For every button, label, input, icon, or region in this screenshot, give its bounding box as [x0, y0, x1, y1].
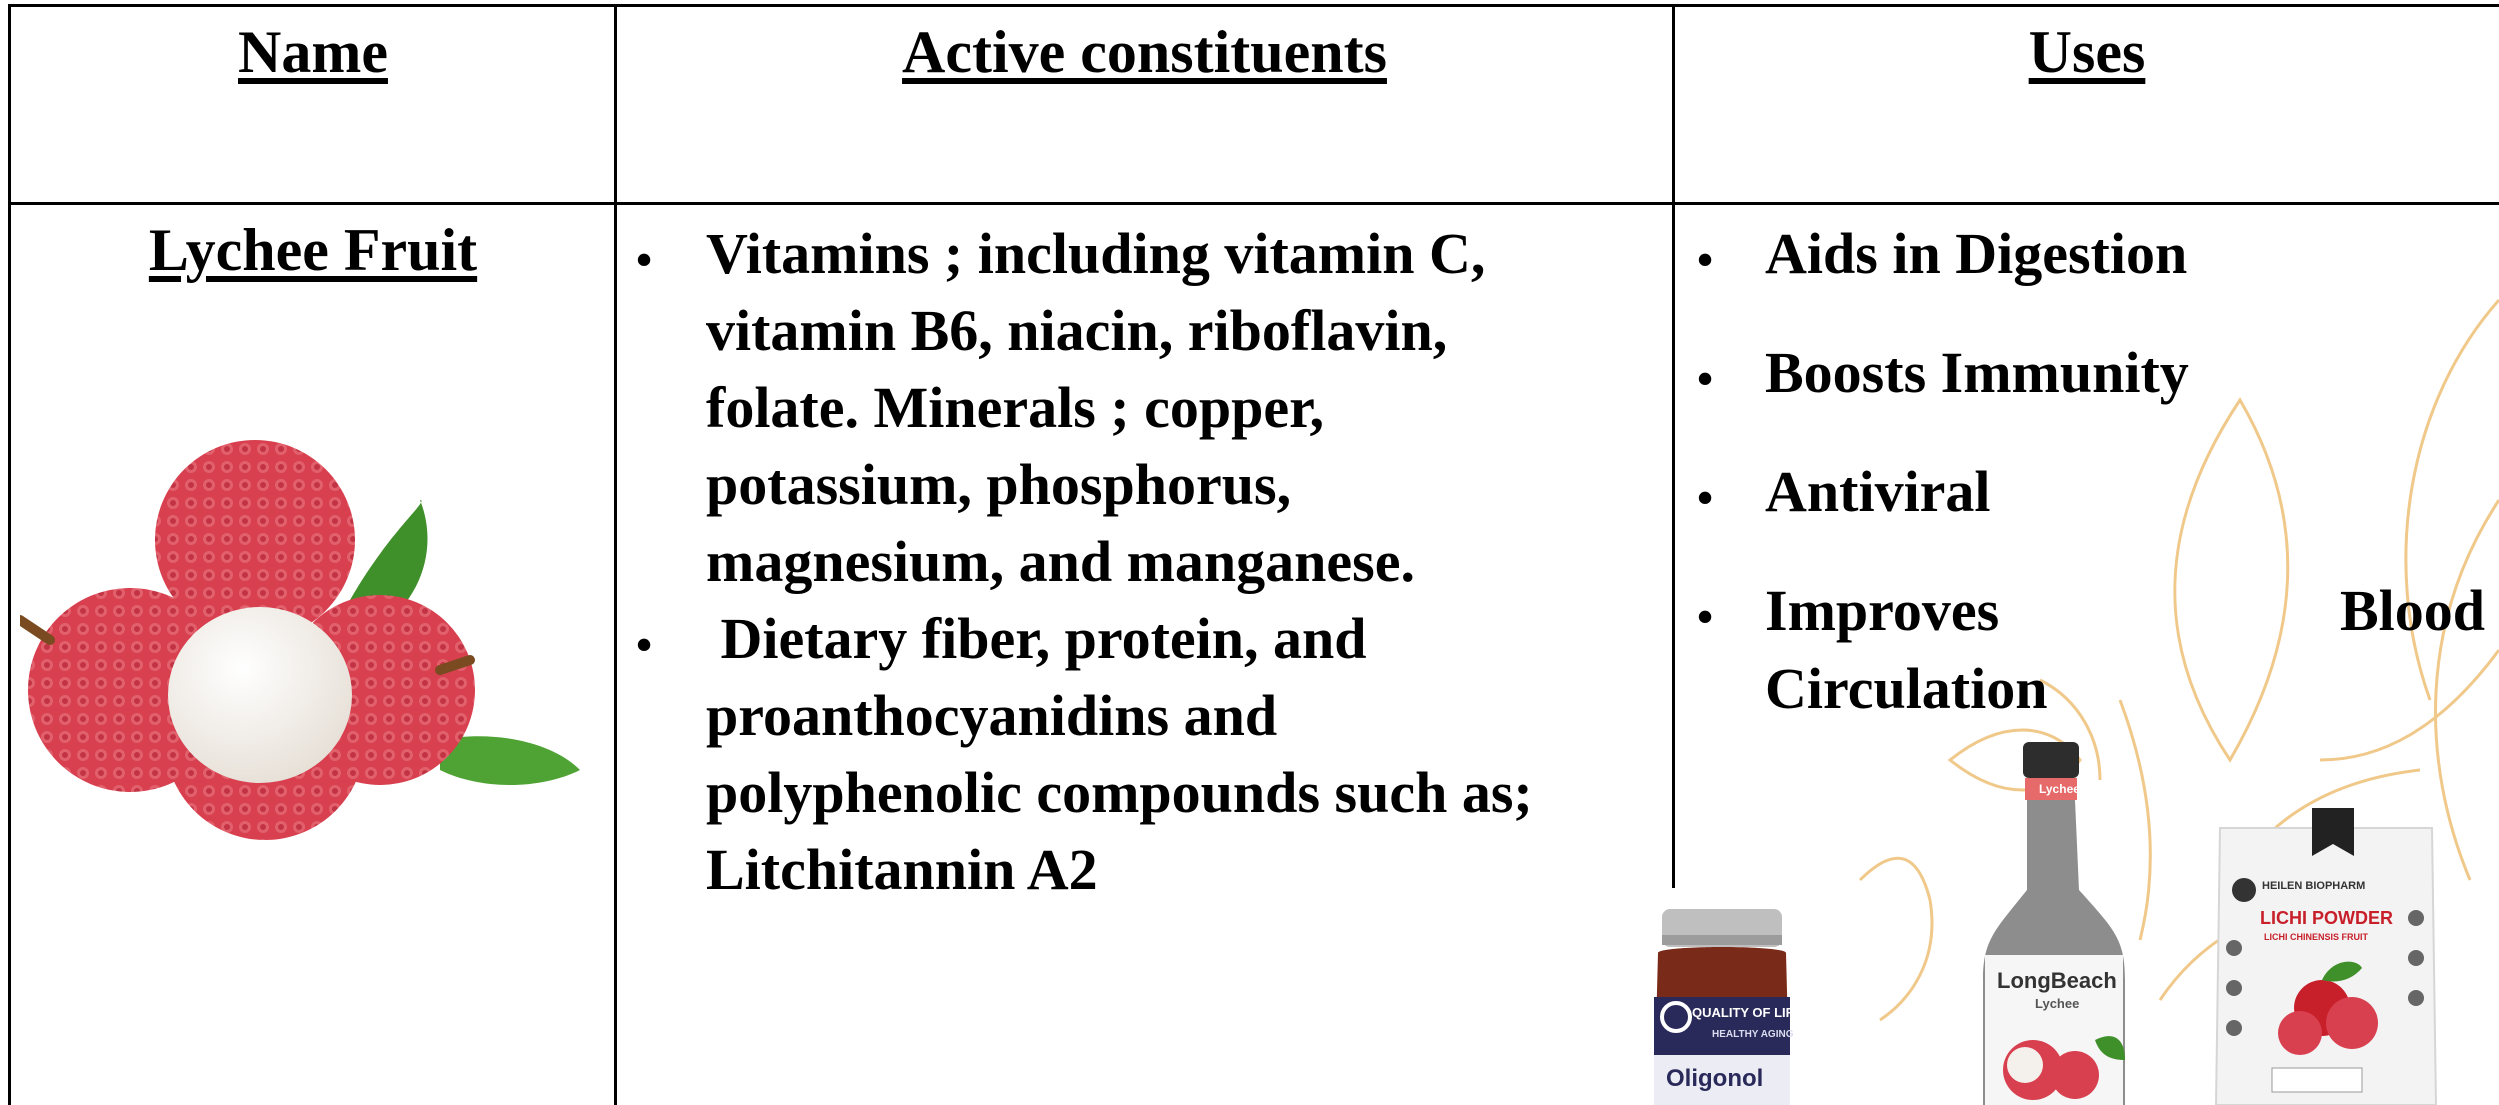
bullet-icon: • — [1697, 472, 1714, 523]
list-item-line: Dietary fiber, protein, and — [706, 606, 1367, 671]
bullet-icon: • — [636, 619, 653, 670]
powder-subtitle: LICHI CHINENSIS FRUIT — [2264, 932, 2369, 942]
list-item-line: Litchitannin A2 — [706, 837, 1098, 902]
oligonol-bottle-image: QUALITY OF LIFE HEALTHY AGING Oligonol — [1640, 905, 1805, 1105]
lichi-powder-pouch-image: HEILEN BIOPHARM LICHI POWDER LICHI CHINE… — [2212, 808, 2440, 1105]
table-column-divider-2 — [1672, 4, 1675, 888]
header-uses: Uses — [2028, 19, 2146, 85]
list-item-line: magnesium, and manganese. — [706, 529, 1415, 594]
active-constituents-list: • Vitamins ; including vitamin C, vitami… — [636, 215, 1636, 908]
use-antiviral: Antiviral — [1765, 459, 1991, 524]
list-item: • Dietary fiber, protein, and proanthocy… — [636, 600, 1636, 908]
list-item-line: folate. Minerals ; copper, — [706, 375, 1325, 440]
list-item: • Improves Blood Circulation — [1697, 572, 2485, 728]
syrup-brand: LongBeach — [1997, 968, 2117, 993]
capsule-brand: QUALITY OF LIFE — [1692, 1005, 1803, 1020]
table-column-divider-1 — [614, 4, 617, 1105]
use-improves-blood-line: Improves Blood — [1765, 572, 2485, 650]
use-boosts-immunity: Boosts Immunity — [1765, 340, 2189, 405]
bullet-icon: • — [636, 234, 653, 285]
capsule-tagline: HEALTHY AGING — [1712, 1029, 1794, 1040]
list-item-line: proanthocyanidins and — [706, 683, 1278, 748]
list-item: • Aids in Digestion — [1697, 215, 2485, 293]
cell-name-lychee: Lychee Fruit — [148, 217, 478, 283]
list-item: • Vitamins ; including vitamin C, vitami… — [636, 215, 1636, 600]
longbeach-syrup-image: Lychee LongBeach Lychee — [1975, 740, 2135, 1105]
powder-brand: HEILEN BIOPHARM — [2262, 880, 2366, 892]
list-item-line: polyphenolic compounds such as; — [706, 760, 1533, 825]
list-item-line: vitamin B6, niacin, riboflavin, — [706, 298, 1448, 363]
header-active-constituents: Active constituents — [902, 19, 1387, 85]
bullet-icon: • — [1697, 353, 1714, 404]
capsule-name: Oligonol — [1666, 1065, 1764, 1092]
header-name: Name — [238, 19, 388, 85]
bullet-icon: • — [1697, 591, 1714, 642]
use-circulation-word: Circulation — [1765, 656, 2048, 721]
bullet-icon: • — [1697, 234, 1714, 285]
syrup-cap-label: Lychee — [2039, 782, 2080, 796]
powder-title: LICHI POWDER — [2260, 908, 2393, 928]
use-aids-digestion: Aids in Digestion — [1765, 221, 2188, 286]
table-border-top — [8, 4, 2499, 7]
syrup-flavor: Lychee — [2035, 996, 2080, 1011]
use-blood-word: Blood — [2339, 578, 2485, 643]
list-item: • Antiviral — [1697, 453, 2485, 531]
table-border-left — [8, 4, 11, 1105]
lychee-fruit-image — [20, 440, 580, 840]
list-item-line: potassium, phosphorus, — [706, 452, 1292, 517]
table-header-divider — [8, 202, 2499, 205]
use-improves-word: Improves — [1765, 578, 2000, 643]
list-item-line: Vitamins ; including vitamin C, — [706, 221, 1486, 286]
list-item: • Boosts Immunity — [1697, 334, 2485, 412]
uses-list: • Aids in Digestion • Boosts Immunity • … — [1697, 215, 2485, 728]
